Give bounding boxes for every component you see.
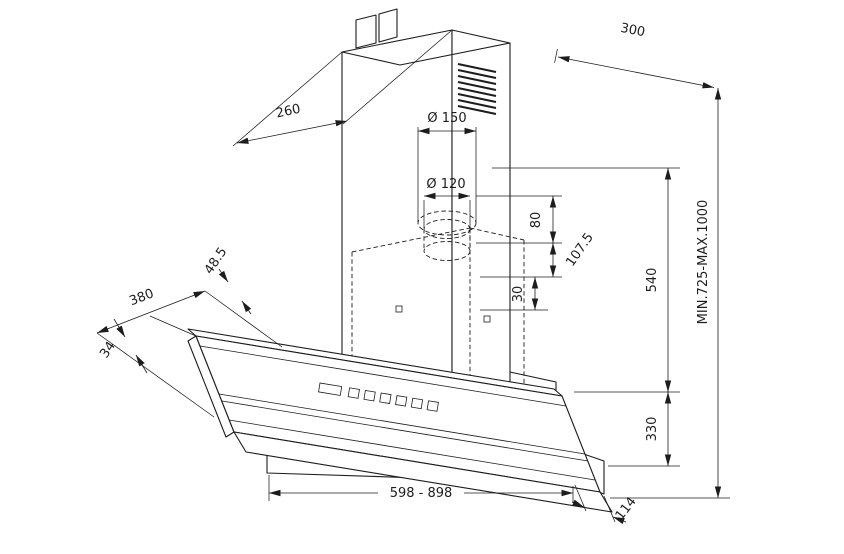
control-button xyxy=(347,387,360,399)
chimney-flue xyxy=(341,8,511,389)
dimension-34: 34 xyxy=(97,318,148,374)
chimney-right-face xyxy=(451,29,511,389)
hood-lower-strip xyxy=(233,431,613,513)
mounting-hole-left xyxy=(395,305,403,313)
mounting-tab-right xyxy=(378,8,398,43)
dimension-diameter-150: Ø 150 xyxy=(417,111,477,222)
dimension-380-label: 380 xyxy=(127,286,156,309)
dimension-540-label: 540 xyxy=(645,268,660,293)
dimension-min-max-height: MIN.725-MAX.1000 xyxy=(610,88,730,499)
control-button xyxy=(379,392,392,404)
dimension-48-5-label: 48.5 xyxy=(202,245,231,277)
dimension-80-label: 80 xyxy=(529,212,544,229)
duct-outer-circle xyxy=(417,210,477,236)
duct-spigot-sides xyxy=(423,229,471,251)
dimension-30: 30 xyxy=(480,277,548,311)
dimension-300: 300 xyxy=(554,21,715,89)
dimension-34-label: 34 xyxy=(97,339,119,361)
control-button xyxy=(395,395,408,407)
dimension-260-label: 260 xyxy=(275,102,302,122)
control-display xyxy=(318,382,343,396)
control-panel xyxy=(318,382,439,412)
dimension-80: 80 xyxy=(476,195,562,244)
control-button xyxy=(363,389,376,402)
vent-grille xyxy=(457,63,497,115)
panel-glass-lines xyxy=(199,345,596,481)
chimney-top-rim xyxy=(341,42,511,66)
dimension-300-label: 300 xyxy=(619,21,646,40)
dimension-diameter-120: Ø 120 xyxy=(423,177,471,228)
control-button xyxy=(426,400,439,412)
dimension-30-label: 30 xyxy=(511,286,526,303)
dimension-min-max-label: MIN.725-MAX.1000 xyxy=(696,200,711,325)
dimensions: 300 260 Ø 150 Ø 120 80 xyxy=(96,21,730,525)
dimension-330-label: 330 xyxy=(645,417,660,442)
hood-body xyxy=(187,328,613,513)
control-button xyxy=(410,397,424,410)
dimension-330: 330 xyxy=(608,392,680,467)
dimension-48-5: 48.5 xyxy=(149,245,252,337)
dimension-120-label: Ø 120 xyxy=(426,177,465,192)
chimney-front-face xyxy=(341,29,453,379)
mounting-hole-right xyxy=(483,315,491,323)
dimension-540: 540 xyxy=(492,167,680,393)
dimension-width-range-label: 598 - 898 xyxy=(390,486,453,501)
dimension-107-5-label: 107.5 xyxy=(563,230,597,269)
dimension-150-label: Ø 150 xyxy=(427,111,466,126)
dimension-260: 260 xyxy=(232,29,453,147)
dimension-114-label: 114 xyxy=(613,494,640,523)
mounting-tab-left xyxy=(355,14,377,49)
